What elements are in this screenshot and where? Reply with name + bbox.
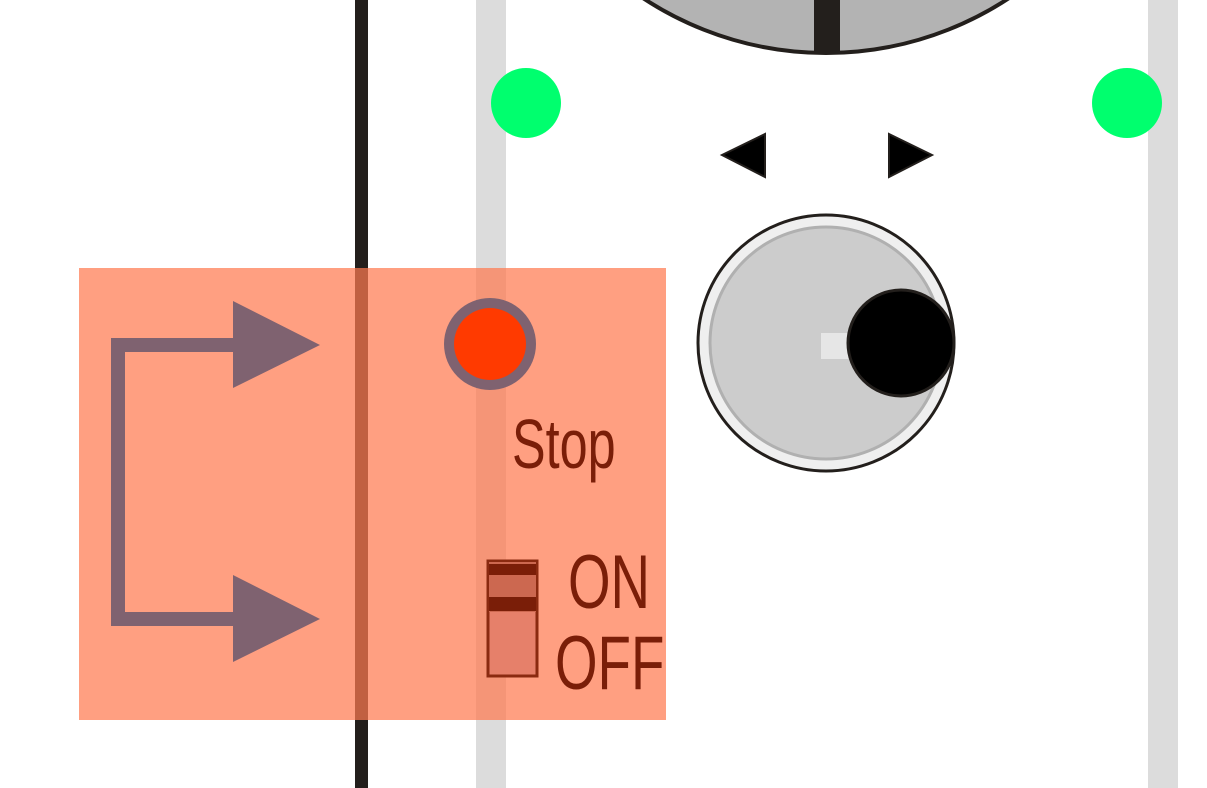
knob-indicator (814, 0, 840, 52)
green-led-right (1092, 68, 1162, 138)
small-knob[interactable] (696, 213, 956, 473)
big-knob[interactable] (494, 0, 1158, 55)
stop-label: Stop (512, 405, 616, 483)
switch-on-label: ON (568, 540, 650, 625)
triangle-right-icon[interactable] (888, 132, 935, 179)
panel-rail-right (1148, 0, 1178, 788)
switch-off-label: OFF (555, 621, 664, 706)
routing-arrows-icon (111, 301, 320, 662)
triangle-left-icon[interactable] (719, 132, 766, 179)
green-led-left (491, 68, 561, 138)
on-off-switch[interactable] (486, 559, 539, 678)
knob-indicator (846, 288, 956, 398)
stop-led (454, 308, 526, 380)
